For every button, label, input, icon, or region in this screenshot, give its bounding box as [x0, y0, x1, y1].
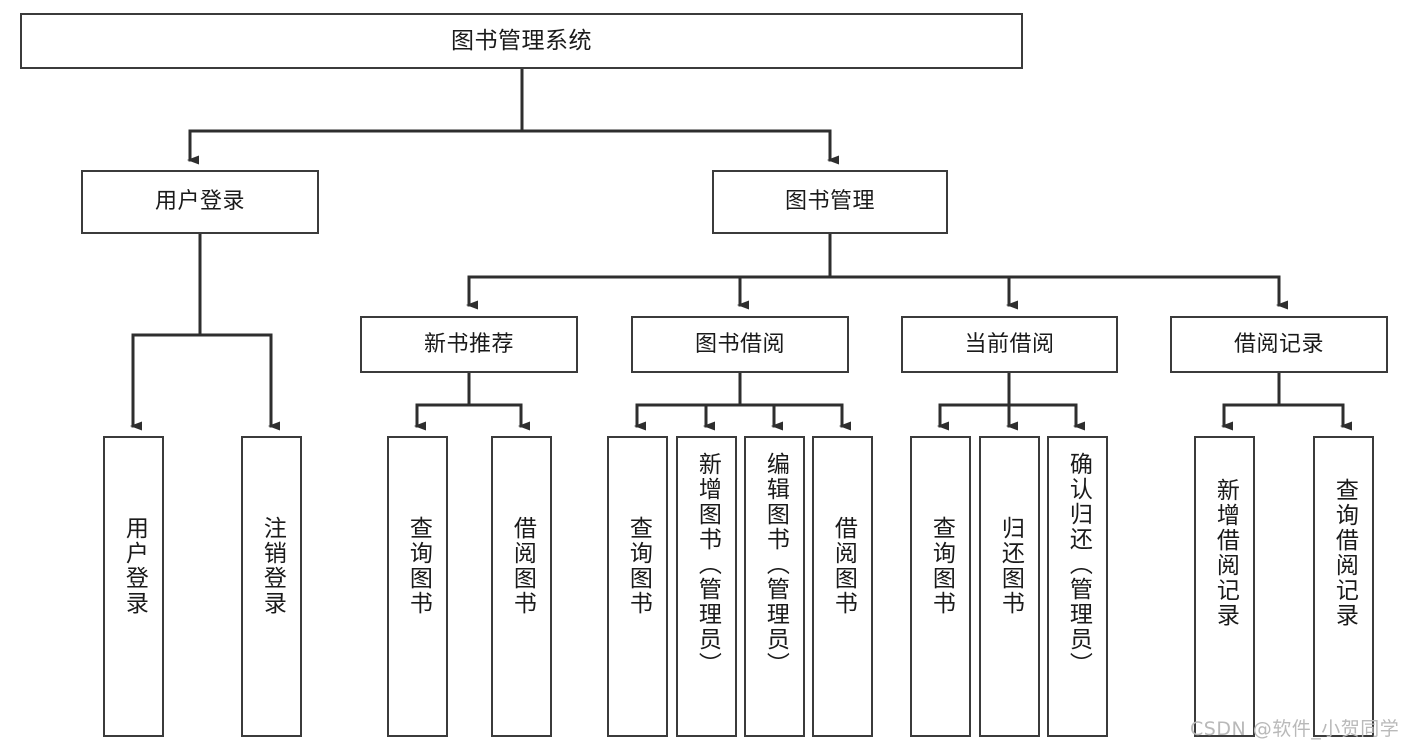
node-leaf-return-book[interactable]: 归还图书: [979, 436, 1040, 737]
node-label: 借阅图书: [830, 516, 857, 616]
node-label: 当前借阅: [964, 331, 1055, 357]
node-book-management[interactable]: 图书管理: [712, 170, 948, 234]
node-label: 图书管理: [784, 189, 875, 215]
node-label: 查询图书: [405, 516, 432, 616]
node-leaf-add-book-admin[interactable]: 新增图书（管理员）: [676, 436, 737, 737]
node-label: 新增图书（管理员）: [694, 452, 721, 677]
node-root-book-management-system[interactable]: 图书管理系统: [20, 13, 1023, 69]
node-label: 图书借阅: [694, 331, 785, 357]
node-label: 注销登录: [259, 516, 286, 616]
node-label: 查询图书: [928, 516, 955, 616]
node-label: 查询借阅记录: [1331, 478, 1358, 628]
node-user-login[interactable]: 用户登录: [81, 170, 319, 234]
node-borrowing-record[interactable]: 借阅记录: [1170, 316, 1388, 373]
node-label: 新书推荐: [423, 331, 514, 357]
node-label: 借阅图书: [509, 516, 536, 616]
node-leaf-add-borrow-record[interactable]: 新增借阅记录: [1194, 436, 1255, 737]
node-leaf-query-book-borrow[interactable]: 查询图书: [607, 436, 668, 737]
node-leaf-logout[interactable]: 注销登录: [241, 436, 302, 737]
node-leaf-borrow-book-recommendation[interactable]: 借阅图书: [491, 436, 552, 737]
node-new-book-recommendation[interactable]: 新书推荐: [360, 316, 578, 373]
node-label: 图书管理系统: [451, 27, 592, 54]
node-label: 编辑图书（管理员）: [762, 452, 789, 677]
node-leaf-query-borrow-record[interactable]: 查询借阅记录: [1313, 436, 1374, 737]
node-label: 归还图书: [997, 516, 1024, 616]
node-label: 查询图书: [625, 516, 652, 616]
node-label: 确认归还（管理员）: [1065, 452, 1092, 677]
node-leaf-query-book-current[interactable]: 查询图书: [910, 436, 971, 737]
node-leaf-borrow-book[interactable]: 借阅图书: [812, 436, 873, 737]
node-leaf-query-book-recommendation[interactable]: 查询图书: [387, 436, 448, 737]
node-leaf-edit-book-admin[interactable]: 编辑图书（管理员）: [744, 436, 805, 737]
csdn-watermark: CSDN @软件_小贺同学: [1190, 718, 1400, 740]
node-leaf-user-login[interactable]: 用户登录: [103, 436, 164, 737]
node-book-borrowing[interactable]: 图书借阅: [631, 316, 849, 373]
node-leaf-confirm-return-admin[interactable]: 确认归还（管理员）: [1047, 436, 1108, 737]
node-label: 用户登录: [154, 189, 245, 215]
node-label: 新增借阅记录: [1212, 478, 1239, 628]
node-label: 借阅记录: [1233, 331, 1324, 357]
node-label: 用户登录: [121, 516, 148, 616]
node-current-borrowing[interactable]: 当前借阅: [901, 316, 1118, 373]
